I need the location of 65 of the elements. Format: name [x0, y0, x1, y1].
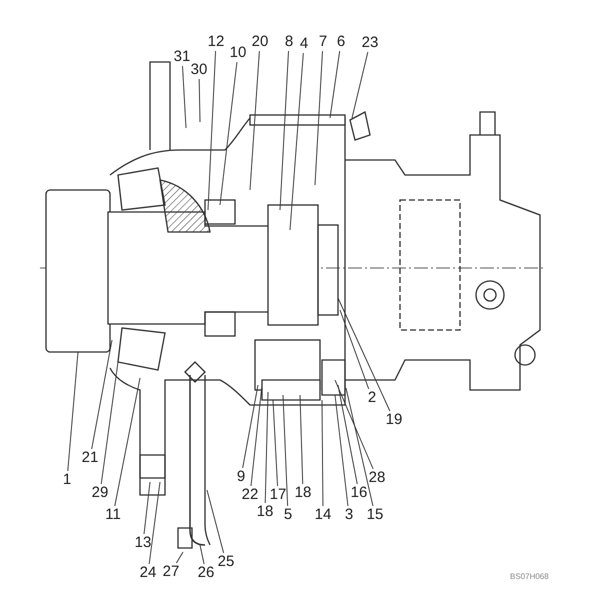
- callout-number: 17: [268, 487, 288, 503]
- callout-number: 18: [294, 485, 312, 501]
- leader-line: [220, 62, 238, 206]
- leader-line: [242, 384, 258, 468]
- leader-line: [250, 384, 262, 486]
- callout-number: 29: [90, 485, 110, 501]
- leader-line: [250, 50, 260, 190]
- leader-line: [346, 388, 374, 506]
- leader-line: [208, 50, 216, 210]
- leader-line: [282, 394, 288, 506]
- callout-number: 13: [134, 535, 152, 551]
- leader-line: [338, 384, 358, 484]
- leader-line: [334, 380, 374, 470]
- callout-number: 14: [314, 507, 332, 523]
- leader-line: [100, 362, 118, 484]
- callout-number: 19: [384, 412, 404, 428]
- callout-number: 24: [138, 565, 158, 581]
- leader-line: [290, 52, 304, 230]
- leader-line: [206, 490, 224, 554]
- callout-number: 5: [282, 507, 294, 523]
- callout-number: 25: [216, 554, 236, 570]
- leader-line: [314, 50, 323, 186]
- callout-number: 7: [318, 34, 328, 50]
- leader-line: [272, 400, 278, 486]
- leader-line: [91, 340, 112, 450]
- leader-line: [114, 378, 140, 506]
- leader-line: [200, 544, 205, 564]
- leader-line: [334, 394, 348, 506]
- leader-line: [300, 394, 304, 484]
- callout-number: 18: [256, 504, 274, 520]
- leader-line: [264, 392, 268, 504]
- callout-number: 6: [336, 34, 346, 50]
- leader-line: [67, 352, 78, 472]
- callout-number: 27: [162, 564, 180, 580]
- callout-number: 3: [344, 507, 354, 523]
- callout-number: 4: [298, 36, 310, 52]
- callout-number: 2: [366, 390, 378, 406]
- callout-number: 21: [80, 450, 100, 466]
- leader-line: [322, 400, 324, 506]
- callout-number: 15: [366, 507, 384, 523]
- leader-line: [280, 50, 289, 210]
- callout-number: 23: [360, 35, 380, 51]
- callout-number: 31: [172, 49, 192, 65]
- leader-line: [176, 552, 184, 564]
- leader-line: [144, 482, 150, 534]
- drawing-code: BS07H068: [510, 572, 549, 581]
- callout-number: 8: [284, 34, 294, 50]
- callout-number: 30: [190, 62, 208, 78]
- leader-line: [182, 66, 186, 128]
- callout-number: 12: [206, 34, 226, 50]
- callout-number: 26: [196, 565, 216, 581]
- callout-number: 9: [236, 469, 246, 485]
- callout-number: 28: [368, 470, 386, 486]
- leader-line: [198, 78, 200, 122]
- callout-number: 1: [62, 472, 72, 488]
- leader-line: [338, 298, 390, 412]
- leader-line: [330, 50, 340, 118]
- callout-number: 11: [104, 507, 122, 523]
- leader-line: [340, 310, 370, 390]
- leader-line: [148, 482, 160, 564]
- callout-number: 22: [240, 487, 260, 503]
- callout-number: 10: [228, 45, 248, 61]
- callout-number: 16: [350, 485, 368, 501]
- leader-line: [352, 52, 368, 118]
- callout-number: 20: [250, 34, 270, 50]
